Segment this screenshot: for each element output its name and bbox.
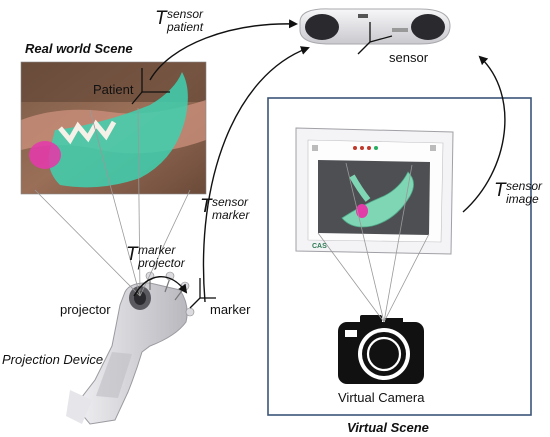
arrow-sensor-marker xyxy=(202,46,310,303)
virtual-camera-label: Virtual Camera xyxy=(338,390,425,405)
projection-device-label: Projection Device xyxy=(2,352,104,367)
lesion-overlay xyxy=(29,141,61,169)
monitor-logo: CAS xyxy=(312,243,327,250)
mandible-overlay xyxy=(48,72,188,188)
marker-label: marker xyxy=(210,302,251,317)
sensor-label: sensor xyxy=(389,50,429,65)
arrow-sensor-patient xyxy=(149,19,298,81)
patient-label: Patient xyxy=(93,82,134,97)
monitor xyxy=(295,127,454,255)
arrow-marker-projector xyxy=(133,276,188,297)
camera-icon xyxy=(338,315,424,384)
sensor-coordinate-frame xyxy=(357,22,393,55)
virtual-scene-label: Virtual Scene xyxy=(347,420,429,435)
real-world-scene-label: Real world Scene xyxy=(25,41,133,56)
projection-rays xyxy=(34,107,191,297)
camera-view-rays xyxy=(317,162,430,323)
stereo-camera-sensor-icon xyxy=(299,8,451,45)
arrow-sensor-image xyxy=(462,55,506,213)
projector-label: projector xyxy=(60,302,111,317)
real-world-photo xyxy=(20,61,207,195)
patient-coordinate-frame xyxy=(131,68,170,105)
virtual-scene-frame xyxy=(267,97,532,416)
marker-coordinate-frame xyxy=(189,278,216,309)
